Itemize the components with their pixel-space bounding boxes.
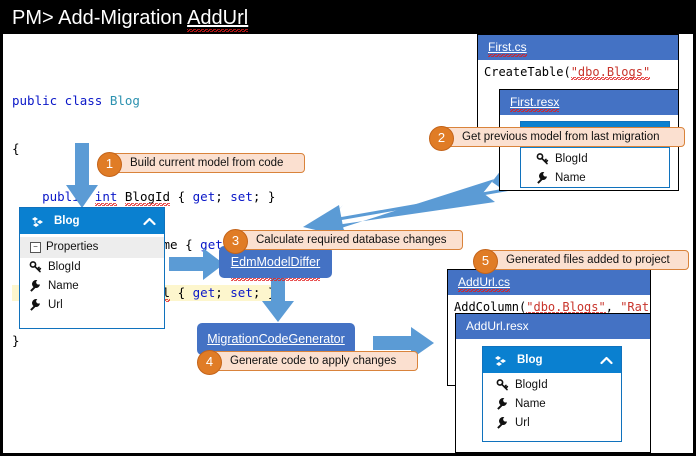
entity-property-row[interactable]: Url	[483, 414, 621, 433]
file-title-bar: First.cs	[478, 35, 678, 60]
arrow-model-to-differ	[169, 247, 225, 281]
callout-badge: 2	[429, 126, 454, 151]
entity-body: BlogId Name	[521, 148, 669, 193]
file-title: First.cs	[488, 40, 527, 54]
entity-header: Blog	[483, 347, 621, 373]
entity-body: −Properties BlogId Name Url	[20, 234, 164, 320]
code-line-1: public class Blog	[12, 93, 140, 108]
page-title: PM> Add-Migration AddUrl	[3, 3, 693, 34]
code-string: "dbo.Blogs"	[570, 65, 651, 80]
entity-title: Blog	[54, 215, 80, 227]
key-icon	[28, 260, 42, 274]
wrench-icon	[495, 397, 509, 411]
callout-badge: 3	[223, 229, 248, 254]
entity-property-label: Url	[515, 417, 530, 429]
entity-property-label: BlogId	[48, 261, 81, 273]
wrench-icon	[28, 279, 42, 293]
file-title: AddUrl.cs	[458, 275, 511, 289]
wrench-icon	[535, 171, 549, 185]
code-line-6: }	[12, 333, 20, 348]
callout-4: 4 Generate code to apply changes	[197, 350, 418, 375]
class-label: EdmModelDiffer	[230, 246, 321, 281]
entity-title: Blog	[517, 354, 543, 366]
wrench-icon	[495, 416, 509, 430]
entity-body: BlogId Name Url	[483, 373, 621, 438]
code-prefix: CreateTable(	[484, 65, 571, 79]
file-title-bar: First.resx	[500, 90, 678, 115]
callout-text: Generated files added to project	[506, 254, 670, 266]
code-line-2: {	[12, 141, 20, 156]
entity-property-label: Name	[48, 280, 79, 292]
arrow-code-to-model	[65, 143, 99, 209]
callout-3: 3 Calculate required database changes	[223, 229, 463, 254]
code-prefix: AddColumn(	[454, 300, 527, 314]
code-string-2: "Rat	[620, 300, 650, 314]
arrow-previous-model-to-differ	[283, 161, 509, 243]
entity-property-label: BlogId	[555, 153, 588, 165]
entity-property-label: Name	[515, 398, 546, 410]
callout-text: Generate code to apply changes	[230, 355, 397, 367]
entity-property-label: BlogId	[515, 379, 548, 391]
callout-text: Build current model from code	[130, 157, 284, 169]
entity-property-row[interactable]: Url	[20, 296, 164, 315]
callout-badge: 1	[97, 152, 122, 177]
callout-badge: 4	[197, 350, 222, 375]
entity-header: Blog	[20, 208, 164, 234]
entity-property-row[interactable]: Name	[20, 277, 164, 296]
callout-text: Get previous model from last migration	[462, 131, 660, 143]
entity-box-generated-model[interactable]: Blog BlogId Name	[482, 346, 622, 442]
file-title-bar: AddUrl.resx	[456, 314, 650, 339]
callout-5: 5 Generated files added to project	[473, 249, 689, 274]
callout-badge: 5	[473, 249, 498, 274]
code-middle: ,	[605, 300, 621, 314]
entity-box-current-model[interactable]: Blog −Properties BlogId Name	[19, 207, 165, 329]
key-icon	[535, 152, 549, 166]
entity-property-row[interactable]: Name	[521, 169, 669, 188]
entity-property-row[interactable]: BlogId	[483, 376, 621, 395]
file-title: AddUrl.resx	[466, 319, 529, 333]
entity-property-label: Name	[555, 172, 586, 184]
file-code: AddColumn("dbo.Blogs", "Rat	[448, 295, 650, 315]
file-code: CreateTable("dbo.Blogs"	[478, 60, 678, 80]
class-icon	[30, 214, 46, 228]
chevron-up-icon[interactable]	[143, 208, 156, 234]
title-prefix: PM> Add-Migration	[12, 7, 188, 29]
class-icon	[493, 353, 509, 367]
key-icon	[495, 378, 509, 392]
title-command: AddUrl	[187, 7, 249, 29]
code-string-1: "dbo.Blogs"	[526, 300, 607, 315]
callout-2: 2 Get previous model from last migration	[429, 126, 685, 151]
entity-property-row[interactable]: Name	[483, 395, 621, 414]
arrow-generator-to-files	[373, 326, 435, 360]
arrow-differ-to-generator	[261, 275, 295, 323]
collapse-toggle-icon[interactable]: −	[30, 242, 41, 253]
file-window-addurl-resx[interactable]: AddUrl.resx Blog BlogId	[455, 313, 651, 453]
callout-1: 1 Build current model from code	[97, 152, 305, 177]
entity-group-label: Properties	[46, 241, 99, 253]
file-title: First.resx	[510, 95, 560, 109]
entity-property-row[interactable]: BlogId	[20, 258, 164, 277]
entity-property-row[interactable]: BlogId	[521, 150, 669, 169]
code-line-3: public int BlogId { get; set; }	[42, 189, 276, 206]
entity-group-properties[interactable]: −Properties	[20, 237, 164, 258]
file-title-bar: AddUrl.cs	[448, 270, 650, 295]
wrench-icon	[28, 298, 42, 312]
entity-property-label: Url	[48, 299, 63, 311]
chevron-up-icon[interactable]	[600, 347, 613, 373]
callout-text: Calculate required database changes	[256, 234, 447, 246]
